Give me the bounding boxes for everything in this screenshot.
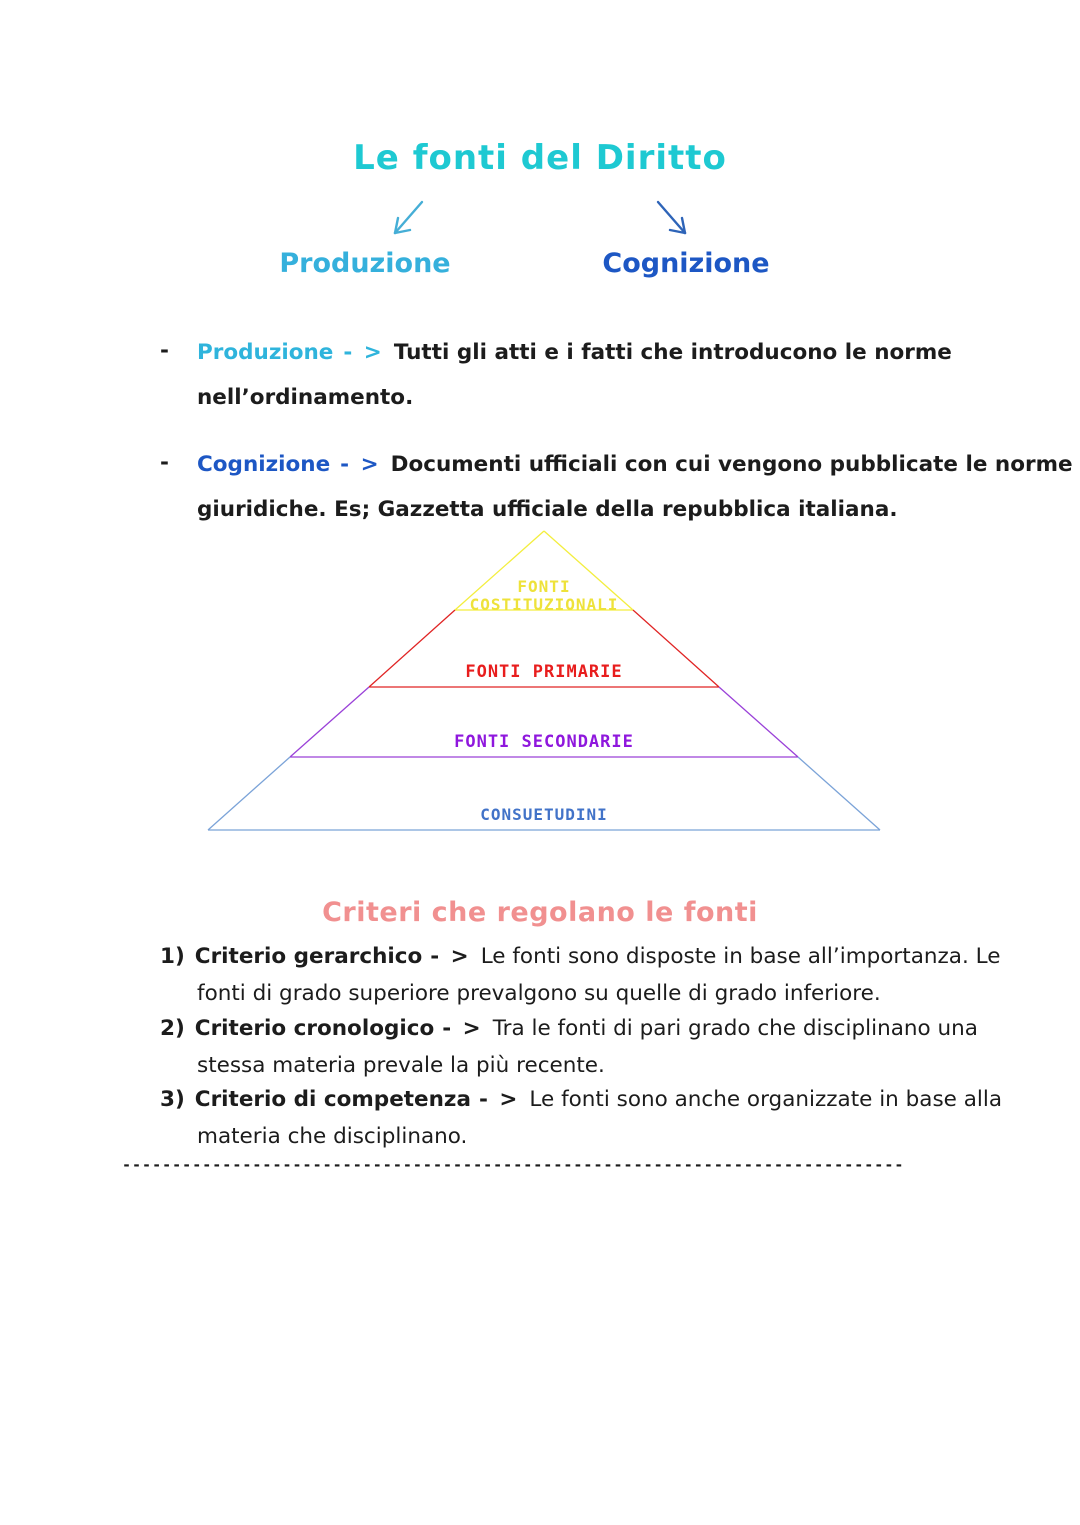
bullet-dash: -: [160, 450, 169, 475]
arrow-token: - >: [343, 340, 384, 365]
page-title: Le fonti del Diritto: [353, 138, 727, 178]
list-number: 1): [160, 944, 185, 969]
arrow-token: - >: [430, 944, 471, 969]
bullet-cognizione-line1: Cognizione - > Documenti ufficiali con cui…: [197, 450, 1073, 480]
bullet-term: Produzione: [197, 340, 334, 365]
pyramid-level-costituzionali-outline: [454, 530, 634, 611]
bullet-term: Cognizione: [197, 452, 331, 477]
criteria-item-1-line2: fonti di grado superiore prevalgono su q…: [197, 981, 881, 1006]
pyramid-level-primarie-outline: [368, 609, 720, 688]
pyramid-label-fonti-costituzionali: FONTI COSTITUZIONALI: [469, 577, 619, 614]
list-item-text: Tra le fonti di pari grado che disciplin…: [492, 1016, 978, 1041]
bullet-text: Documenti ufficiali con cui vengono pubb…: [390, 452, 1073, 477]
criteria-item-2-line1: 2) Criterio cronologico - > Tra le fonti di…: [160, 1014, 978, 1044]
list-item-head: Criterio gerarchico: [194, 944, 423, 969]
bullet-produzione-line2: nell’ordinamento.: [197, 385, 414, 410]
bullet-cognizione-line2: giuridiche. Es; Gazzetta ufficiale della…: [197, 497, 898, 522]
list-number: 3): [160, 1087, 185, 1112]
pyramid-label-consuetudini: CONSUETUDINI: [480, 805, 608, 824]
arrow-down-left-icon: [393, 200, 424, 235]
criteria-item-1-line1: 1) Criterio gerarchico - > Le fonti sono di…: [160, 942, 1000, 972]
pyramid-level-consuetudini-outline: [207, 756, 881, 831]
pyramid-label-fonti-secondarie: FONTI SECONDARIE: [454, 732, 634, 752]
list-item-head: Criterio cronologico: [194, 1016, 435, 1041]
arrow-token: - >: [442, 1016, 483, 1041]
pyramid-label-fonti-primarie: FONTI PRIMARIE: [465, 662, 623, 682]
criteria-item-2-line2: stessa materia prevale la più recente.: [197, 1053, 605, 1078]
branch-label-cognizione: Cognizione: [602, 248, 770, 279]
list-item-head: Criterio di competenza: [194, 1087, 471, 1112]
bullet-dash: -: [160, 338, 169, 363]
arrow-token: - >: [340, 452, 381, 477]
list-item-text: Le fonti sono disposte in base all’impor…: [480, 944, 1001, 969]
list-number: 2): [160, 1016, 185, 1041]
bullet-produzione-line1: Produzione - > Tutti gli atti e i fatti ch…: [197, 338, 952, 368]
arrow-down-right-icon: [656, 200, 687, 235]
criteria-item-3-line1: 3) Criterio di competenza - > Le fonti sono…: [160, 1085, 1002, 1115]
list-item-text: Le fonti sono anche organizzate in base …: [529, 1087, 1003, 1112]
branch-arrows: [393, 200, 687, 235]
arrow-token: - >: [478, 1087, 520, 1112]
criteria-heading: Criteri che regolano le fonti: [322, 897, 758, 928]
section-divider-dashes: ----------------------------------------…: [122, 1156, 906, 1174]
bullet-text: Tutti gli atti e i fatti che introducono…: [393, 340, 952, 365]
branch-label-produzione: Produzione: [279, 248, 451, 279]
sources-pyramid-diagram: [207, 530, 881, 831]
criteria-item-3-line2: materia che disciplinano.: [197, 1124, 468, 1149]
pyramid-level-secondarie-outline: [289, 686, 799, 758]
